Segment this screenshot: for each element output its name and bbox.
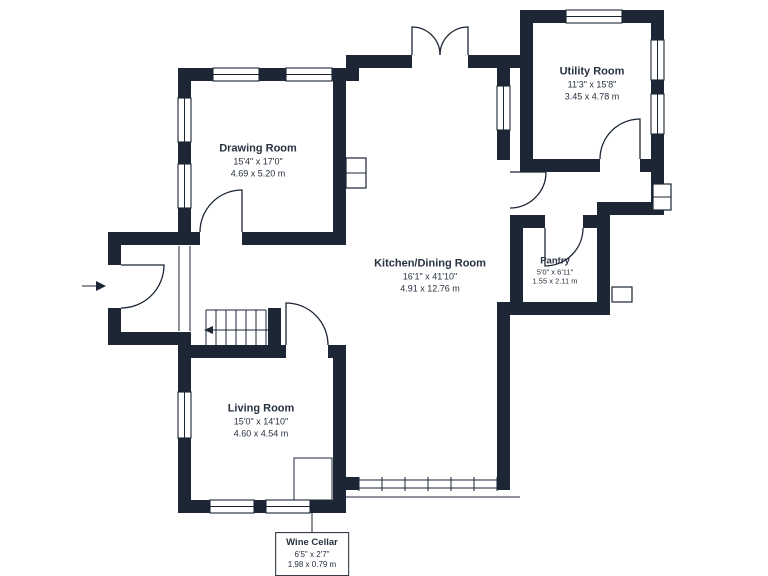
room-dims-metric: 3.45 x 4.78 m bbox=[564, 91, 620, 101]
sink-symbol bbox=[611, 286, 633, 303]
room-label-pantry: Pantry 5'0" x 6'11" 1.55 x 2.11 m bbox=[533, 256, 578, 287]
room-label-drawing-room: Drawing Room 15'4" x 17'0" 4.69 x 5.20 m bbox=[219, 142, 297, 179]
room-name: Drawing Room bbox=[219, 142, 297, 155]
double-door-arc bbox=[439, 26, 469, 56]
room-label-living-room: Living Room 15'0" x 14'10" 4.60 x 4.54 m bbox=[228, 402, 295, 439]
stairs-direction-arrow bbox=[204, 326, 213, 334]
room-name: Wine Cellar bbox=[286, 537, 338, 549]
window bbox=[209, 499, 255, 514]
room-dims-imperial: 15'0" x 14'10" bbox=[233, 416, 289, 427]
door-arc bbox=[285, 302, 329, 346]
room-dims-metric: 1.55 x 2.11 m bbox=[532, 277, 578, 286]
room-dims-metric: 4.91 x 12.76 m bbox=[400, 283, 460, 293]
door-arc bbox=[199, 189, 243, 233]
room-dims-imperial: 16'1" x 41'10" bbox=[402, 271, 458, 282]
wine-cellar-hatch bbox=[293, 457, 333, 501]
window bbox=[565, 9, 623, 24]
room-dims-imperial: 11'3" x 15'8" bbox=[567, 79, 617, 90]
window bbox=[650, 93, 665, 135]
door-arc bbox=[509, 171, 547, 209]
room-name: Pantry bbox=[540, 255, 570, 267]
room-dims-imperial: 15'4" x 17'0" bbox=[233, 156, 283, 167]
oven-symbol bbox=[345, 157, 367, 189]
door-arc bbox=[544, 227, 584, 267]
room-name: Living Room bbox=[227, 402, 295, 415]
room-label-wine-cellar: Wine Cellar 6'5" x 2'7" 1.98 x 0.79 m bbox=[275, 532, 349, 576]
room-label-kitchen-dining-room: Kitchen/Dining Room 16'1" x 41'10" 4.91 … bbox=[374, 257, 486, 294]
fixtures bbox=[82, 157, 672, 535]
windows bbox=[177, 9, 665, 514]
window bbox=[496, 85, 511, 131]
front-door-arc bbox=[120, 264, 165, 309]
room-dims-metric: 4.60 x 4.54 m bbox=[233, 428, 289, 438]
room-dims-metric: 4.69 x 5.20 m bbox=[230, 168, 286, 178]
doors bbox=[120, 26, 641, 346]
room-dims-metric: 1.98 x 0.79 m bbox=[287, 560, 337, 570]
window bbox=[177, 163, 192, 209]
room-label-utility-room: Utility Room 11'3" x 15'8" 3.45 x 4.78 m bbox=[560, 65, 625, 102]
room-name: Utility Room bbox=[559, 65, 625, 78]
window bbox=[212, 67, 260, 82]
window bbox=[177, 97, 192, 143]
stairs bbox=[204, 309, 278, 351]
room-dims-imperial: 6'5" x 2'7" bbox=[294, 550, 330, 560]
door-arc bbox=[599, 118, 641, 160]
window bbox=[177, 391, 192, 439]
radiator-symbol bbox=[652, 183, 672, 211]
entrance-arrow bbox=[82, 281, 106, 291]
room-name: Kitchen/Dining Room bbox=[374, 257, 486, 270]
window bbox=[285, 67, 333, 82]
window bbox=[650, 39, 665, 81]
window bbox=[265, 499, 311, 514]
double-door-arc bbox=[411, 26, 441, 56]
glazed-doors bbox=[333, 477, 520, 498]
room-dims-imperial: 5'0" x 6'11" bbox=[536, 267, 574, 277]
